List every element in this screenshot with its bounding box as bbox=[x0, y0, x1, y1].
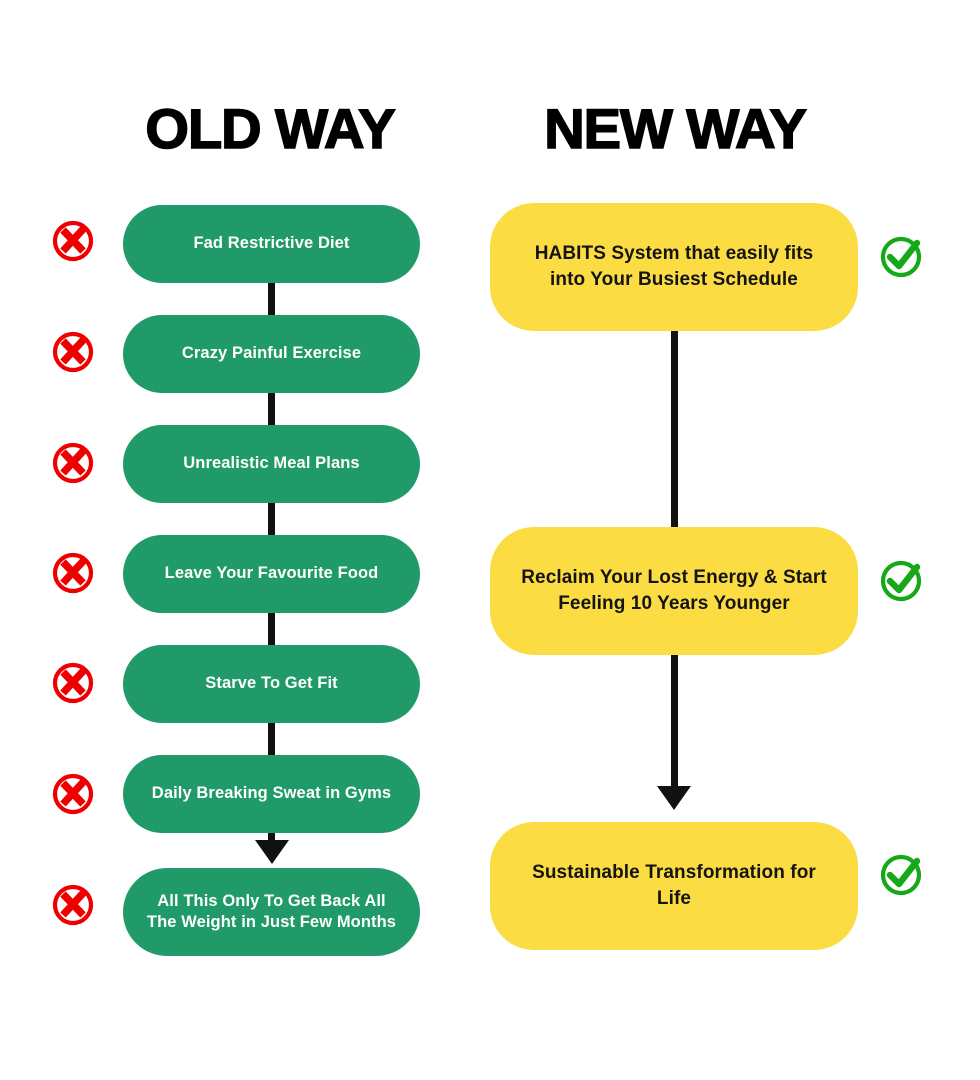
check-circle-icon bbox=[878, 556, 926, 604]
down-arrow-icon bbox=[657, 786, 691, 810]
connector-line bbox=[268, 283, 275, 315]
old-way-step-5: Starve To Get Fit bbox=[123, 645, 420, 723]
step-label: Leave Your Favourite Food bbox=[164, 564, 379, 583]
step-label: Starve To Get Fit bbox=[205, 674, 338, 693]
connector-line bbox=[268, 723, 275, 755]
cross-circle-icon bbox=[50, 216, 98, 264]
step-label: All This Only To Get Back All The Weight… bbox=[146, 891, 397, 931]
check-circle-icon bbox=[878, 232, 926, 280]
cross-circle-icon bbox=[50, 548, 98, 596]
old-way-step-2: Crazy Painful Exercise bbox=[123, 315, 420, 393]
new-way-step-2: Reclaim Your Lost Energy & Start Feeling… bbox=[490, 527, 858, 655]
step-label: HABITS System that easily fits into Your… bbox=[534, 243, 814, 290]
step-label: Crazy Painful Exercise bbox=[181, 344, 362, 363]
old-way-step-7: All This Only To Get Back All The Weight… bbox=[123, 868, 420, 956]
connector-line bbox=[670, 331, 678, 527]
old-way-step-3: Unrealistic Meal Plans bbox=[123, 425, 420, 503]
new-way-step-3: Sustainable Transformation for Life bbox=[490, 822, 858, 950]
step-label: Daily Breaking Sweat in Gyms bbox=[151, 784, 392, 803]
page-title-new-way: NEW WAY bbox=[543, 96, 807, 161]
new-way-step-1: HABITS System that easily fits into Your… bbox=[490, 203, 858, 331]
cross-circle-icon bbox=[50, 658, 98, 706]
step-label: Reclaim Your Lost Energy & Start Feeling… bbox=[521, 567, 827, 614]
page-title-old-way: OLD WAY bbox=[145, 96, 397, 161]
connector-line bbox=[670, 655, 678, 790]
old-way-step-1: Fad Restrictive Diet bbox=[123, 205, 420, 283]
connector-line bbox=[268, 613, 275, 645]
cross-circle-icon bbox=[50, 327, 98, 375]
check-circle-icon bbox=[878, 850, 926, 898]
connector-line bbox=[268, 393, 275, 425]
new-way-column: HABITS System that easily fits into Your… bbox=[490, 0, 980, 1080]
cross-circle-icon bbox=[50, 880, 98, 928]
step-label: Sustainable Transformation for Life bbox=[532, 862, 816, 909]
cross-circle-icon bbox=[50, 769, 98, 817]
old-way-step-6: Daily Breaking Sweat in Gyms bbox=[123, 755, 420, 833]
down-arrow-icon bbox=[254, 840, 289, 864]
connector-line bbox=[268, 503, 275, 535]
step-label: Unrealistic Meal Plans bbox=[183, 454, 360, 473]
step-label: Fad Restrictive Diet bbox=[193, 234, 350, 253]
cross-circle-icon bbox=[50, 438, 98, 486]
old-way-step-4: Leave Your Favourite Food bbox=[123, 535, 420, 613]
